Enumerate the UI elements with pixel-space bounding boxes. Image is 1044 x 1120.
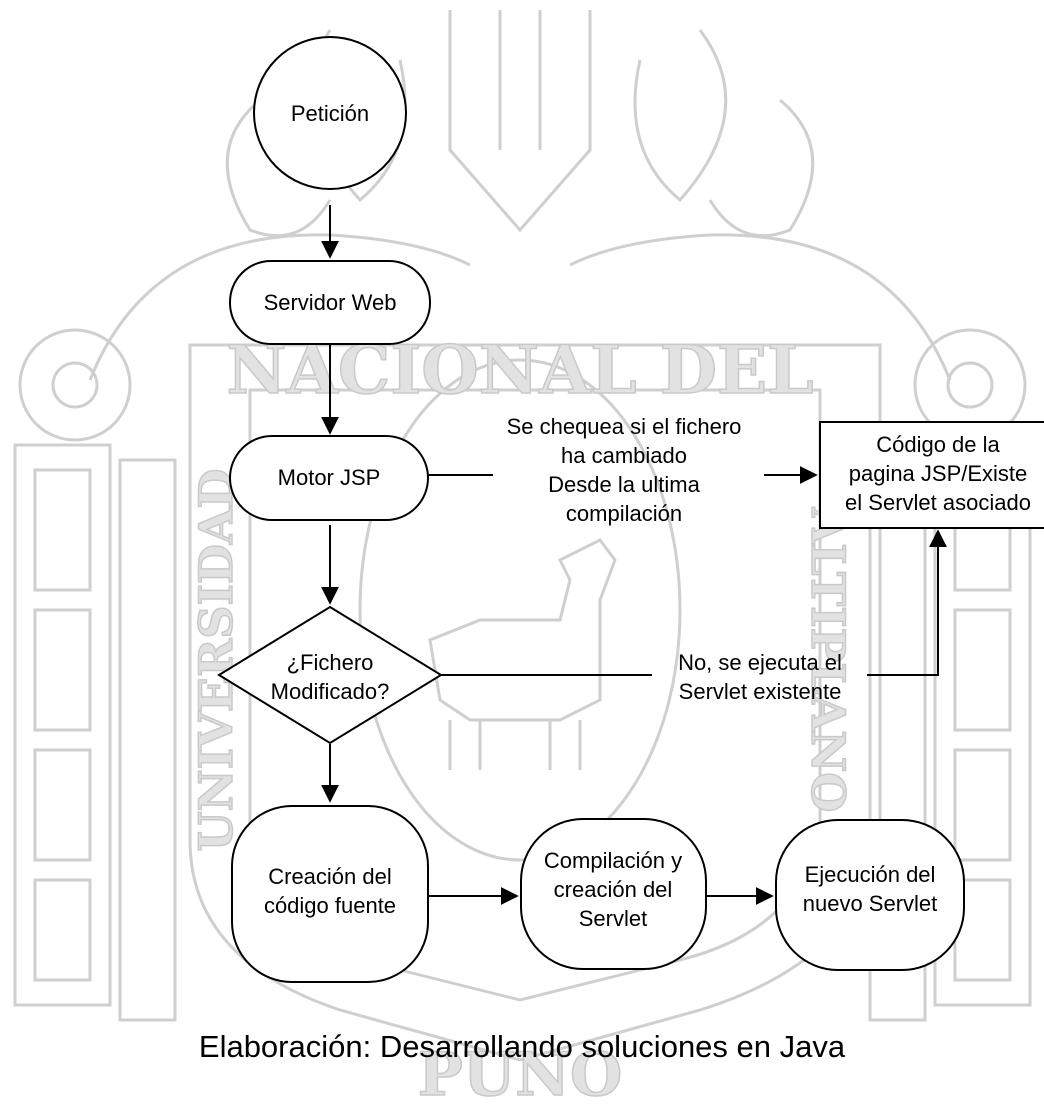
edge-label-chequeo: Se chequea si el fichero ha cambiado Des… xyxy=(507,414,742,526)
node-decision-line-2: Modificado? xyxy=(271,679,390,704)
watermark-seal: NACIONAL DEL PUNO UNIVERSIDAD ALTIPLANO xyxy=(13,10,1032,1111)
node-motor-jsp-label: Motor JSP xyxy=(278,465,381,490)
node-compilacion: Compilación y creación del Servlet xyxy=(520,818,707,970)
edge-label-no-modificado: No, se ejecuta el Servlet existente xyxy=(678,650,842,704)
edge-label-chequeo-line-2: ha cambiado xyxy=(561,443,687,468)
node-creacion-codigo-line-1: Creación del xyxy=(268,864,392,889)
node-motor-jsp: Motor JSP xyxy=(229,435,429,521)
watermark-curve-left xyxy=(88,233,471,381)
node-codigo-pagina-line-2: pagina JSP/Existe xyxy=(849,461,1028,486)
watermark-oval xyxy=(358,358,682,862)
edge-label-chequeo-line-4: compilación xyxy=(566,501,682,526)
node-ejecucion: Ejecución del nuevo Servlet xyxy=(775,819,965,971)
arrow-no-to-codigo xyxy=(867,529,947,676)
edge-label-chequeo-line-1: Se chequea si el fichero xyxy=(507,414,742,439)
node-decision-line-1: ¿Fichero xyxy=(287,650,374,675)
node-peticion: Petición xyxy=(253,36,407,190)
node-creacion-codigo-line-2: código fuente xyxy=(264,893,396,918)
watermark-text-left: UNIVERSIDAD xyxy=(189,469,243,852)
watermark-column-left xyxy=(13,443,177,1022)
watermark-text-right: ALTIPLANO xyxy=(801,507,855,813)
node-compilacion-line-2: creación del xyxy=(554,877,673,902)
node-decision: ¿Fichero Modificado? xyxy=(217,605,443,745)
watermark-text-bottom: PUNO xyxy=(418,1040,623,1110)
node-peticion-label: Petición xyxy=(291,101,369,126)
watermark-emblem-left xyxy=(18,328,132,442)
connectors xyxy=(321,205,947,905)
edge-label-chequeo-line-3: Desde la ultima xyxy=(548,472,700,497)
edge-label-no-line-2: Servlet existente xyxy=(679,679,842,704)
node-codigo-pagina-line-1: Código de la xyxy=(876,432,1000,457)
node-compilacion-line-1: Compilación y xyxy=(544,848,682,873)
node-codigo-pagina: Código de la pagina JSP/Existe el Servle… xyxy=(819,421,1044,529)
figure-caption: Elaboración: Desarrollando soluciones en… xyxy=(199,1029,846,1064)
node-ejecucion-line-1: Ejecución del xyxy=(805,862,936,887)
node-creacion-codigo: Creación del código fuente xyxy=(231,805,429,983)
node-codigo-pagina-line-3: el Servlet asociado xyxy=(845,490,1031,515)
edge-label-no-line-1: No, se ejecuta el xyxy=(678,650,842,675)
watermark-curve-right xyxy=(569,233,952,381)
watermark-llama xyxy=(428,538,617,722)
node-ejecucion-line-2: nuevo Servlet xyxy=(803,891,938,916)
node-compilacion-line-3: Servlet xyxy=(579,906,647,931)
node-servidor-web: Servidor Web xyxy=(229,260,431,345)
node-servidor-web-label: Servidor Web xyxy=(264,290,397,315)
